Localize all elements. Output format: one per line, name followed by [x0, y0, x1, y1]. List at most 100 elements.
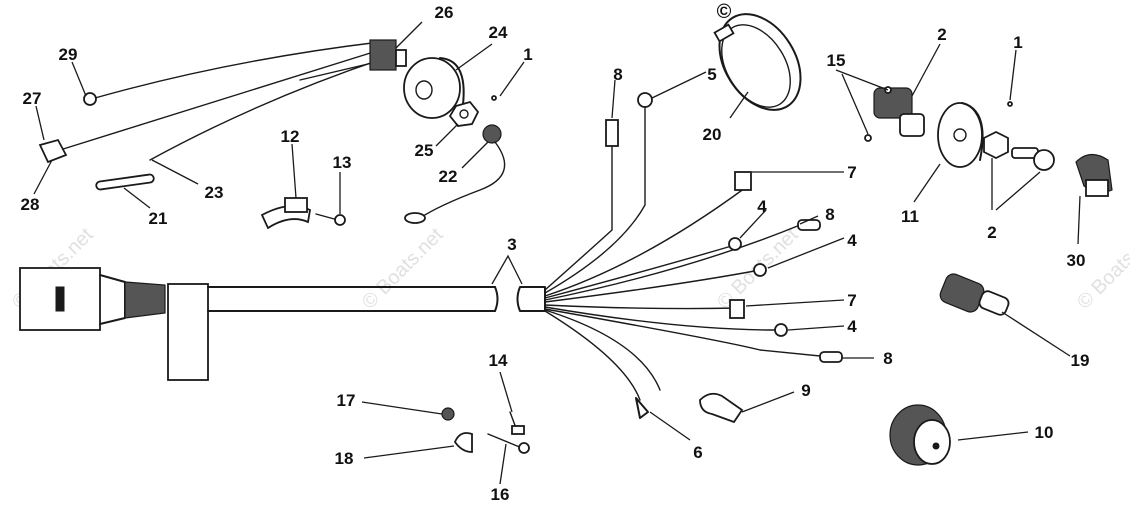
- leader-lines: [33, 21, 1081, 485]
- spade-terminal-7: [734, 171, 752, 191]
- leader-15: [835, 69, 889, 135]
- switch-nut: [983, 130, 1009, 160]
- solenoid-10: [889, 404, 951, 466]
- callout-3: 3: [507, 235, 516, 254]
- leader-3: [491, 254, 523, 285]
- cover-hole: [415, 80, 433, 100]
- cover-24: [403, 57, 480, 127]
- nut-25: [448, 100, 480, 127]
- lanyard-cord: [419, 141, 506, 219]
- callout-4-top: 4: [757, 197, 767, 216]
- leader-21: [123, 187, 151, 209]
- callout-1-left: 1: [523, 45, 532, 64]
- bullet-terminal-8c: [819, 351, 843, 363]
- ignition-switch: [864, 86, 925, 142]
- cover-rim: [439, 57, 465, 113]
- wire-5: [544, 99, 646, 294]
- terminal-6: [635, 397, 649, 419]
- plug-tip: [978, 290, 1010, 316]
- lanyard-clip: [404, 212, 426, 224]
- leader-24: [455, 43, 493, 71]
- leader-23: [151, 159, 199, 185]
- screw-16-head: [518, 442, 530, 454]
- leader-16: [499, 443, 507, 485]
- ring-terminal-4c: [774, 323, 788, 337]
- cable-break-right: [516, 286, 546, 312]
- callout-numbers: 26 24 1 29 27 28 23 21 25 22 12 13 8 5 2…: [21, 3, 1090, 504]
- leader-4-low: [787, 325, 845, 331]
- small-hardware: [441, 407, 530, 454]
- callout-7-top: 7: [847, 163, 856, 182]
- callout-28: 28: [21, 195, 40, 214]
- callout-26: 26: [435, 3, 454, 22]
- callout-11: 11: [901, 207, 919, 226]
- leader-1-right: [1009, 49, 1017, 101]
- switch-barrel: [899, 113, 925, 137]
- leader-4-mid: [767, 237, 845, 269]
- wire-27: [59, 49, 381, 151]
- screw-head: [334, 214, 346, 226]
- leader-10: [957, 431, 1029, 441]
- leader-2-top: [911, 43, 941, 97]
- ring-terminal-5: [637, 92, 653, 108]
- wire-4-mid: [544, 269, 761, 303]
- boot-27: [38, 138, 68, 164]
- screw-16-shank: [487, 433, 523, 449]
- harness-cable: [207, 286, 496, 312]
- callout-4-mid: 4: [847, 231, 857, 250]
- callout-9: 9: [801, 381, 810, 400]
- plug-body: [939, 273, 985, 313]
- callout-8-top: 8: [613, 65, 622, 84]
- ring-terminal-4b: [753, 263, 767, 277]
- leader-4-top: [739, 209, 767, 239]
- solenoid-terminal: [932, 442, 940, 450]
- sleeve-21: [95, 173, 155, 191]
- strap-20: ©: [713, 1, 802, 111]
- wire-4-low: [544, 306, 776, 331]
- plate-11: [937, 102, 984, 168]
- leader-29: [71, 61, 87, 97]
- boot-30: [1075, 153, 1113, 197]
- solenoid-face: [913, 419, 951, 465]
- wire-6: [544, 310, 641, 401]
- leader-27: [35, 105, 45, 141]
- leader-18: [363, 445, 455, 459]
- leader-2-bottom: [991, 158, 1041, 211]
- callout-29: 29: [59, 45, 78, 64]
- callout-20: 20: [703, 125, 722, 144]
- leader-26: [395, 21, 423, 49]
- callout-8-mid: 8: [825, 205, 834, 224]
- cable-break-left: [494, 286, 499, 312]
- nut-key-2: [983, 130, 1055, 171]
- leader-14: [499, 371, 513, 413]
- leader-19: [1001, 311, 1071, 357]
- strap-head: [713, 23, 735, 43]
- connector-26: [369, 39, 397, 71]
- key-head: [1033, 149, 1055, 171]
- screw-15b: [864, 134, 872, 142]
- wire-8-top: [544, 119, 613, 291]
- callout-4-low: 4: [847, 317, 857, 336]
- wire-23: [149, 57, 386, 161]
- leader-8-mid: [799, 215, 819, 225]
- lanyard-22: [404, 124, 506, 224]
- leader-5: [651, 71, 707, 99]
- wire-7-low: [544, 304, 741, 310]
- nut-17: [441, 407, 455, 421]
- leader-22: [461, 141, 489, 169]
- callout-6: 6: [693, 443, 702, 462]
- callout-10: 10: [1035, 423, 1054, 442]
- callout-23: 23: [205, 183, 224, 202]
- callout-24: 24: [489, 23, 508, 42]
- lanyard-switch: [482, 124, 502, 144]
- leader-7-low: [745, 299, 845, 307]
- plug-key: [55, 286, 65, 312]
- leader-8-top: [611, 79, 616, 119]
- main-harness: [19, 92, 843, 419]
- leader-28: [33, 159, 53, 195]
- clamp-12: [260, 197, 311, 230]
- leader-20: [729, 91, 749, 119]
- callout-18: 18: [335, 449, 354, 468]
- connector-26-pin: [395, 49, 407, 67]
